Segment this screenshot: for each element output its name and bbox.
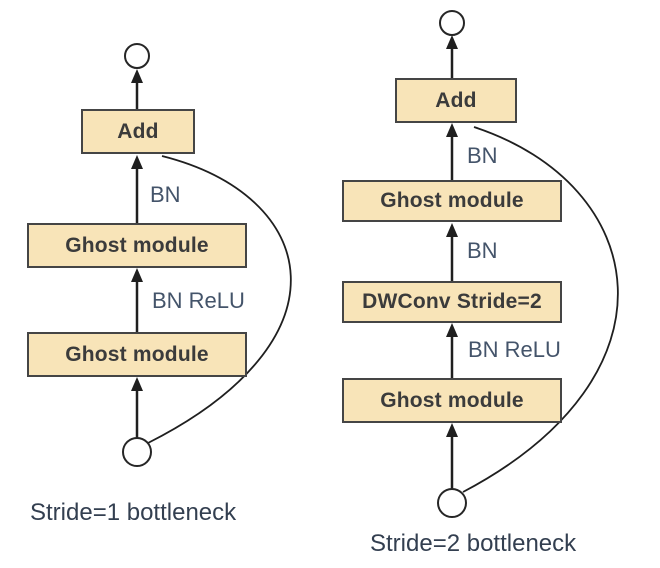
bn-label-right-mid: BN xyxy=(467,238,498,263)
bn-label-left: BN xyxy=(150,182,181,207)
input-node-circle-right xyxy=(437,488,467,518)
output-node-circle-left xyxy=(124,43,150,69)
output-node-circle-right xyxy=(439,10,465,36)
ghost-module-box-left-top: Ghost module xyxy=(27,223,247,268)
ghost-module-box-right-bottom: Ghost module xyxy=(342,378,562,423)
bn-relu-label-right: BN ReLU xyxy=(468,337,561,362)
ghost-module-box-right-top: Ghost module xyxy=(342,180,562,222)
dwconv-box: DWConv Stride=2 xyxy=(342,281,562,323)
bn-label-right-top: BN xyxy=(467,143,498,168)
arrowheads-left xyxy=(131,69,143,391)
caption-stride2: Stride=2 bottleneck xyxy=(370,530,577,557)
skip-connection-curve-left xyxy=(147,155,292,444)
ghost-module-box-left-bottom: Ghost module xyxy=(27,332,247,377)
input-node-circle-left xyxy=(122,437,152,467)
add-box-left: Add xyxy=(81,109,195,154)
arrowheads-right xyxy=(446,35,458,437)
skip-connection-curve-right xyxy=(462,126,619,493)
add-box-right: Add xyxy=(395,78,517,123)
bn-relu-label-left: BN ReLU xyxy=(152,288,245,313)
caption-stride1: Stride=1 bottleneck xyxy=(30,499,237,526)
